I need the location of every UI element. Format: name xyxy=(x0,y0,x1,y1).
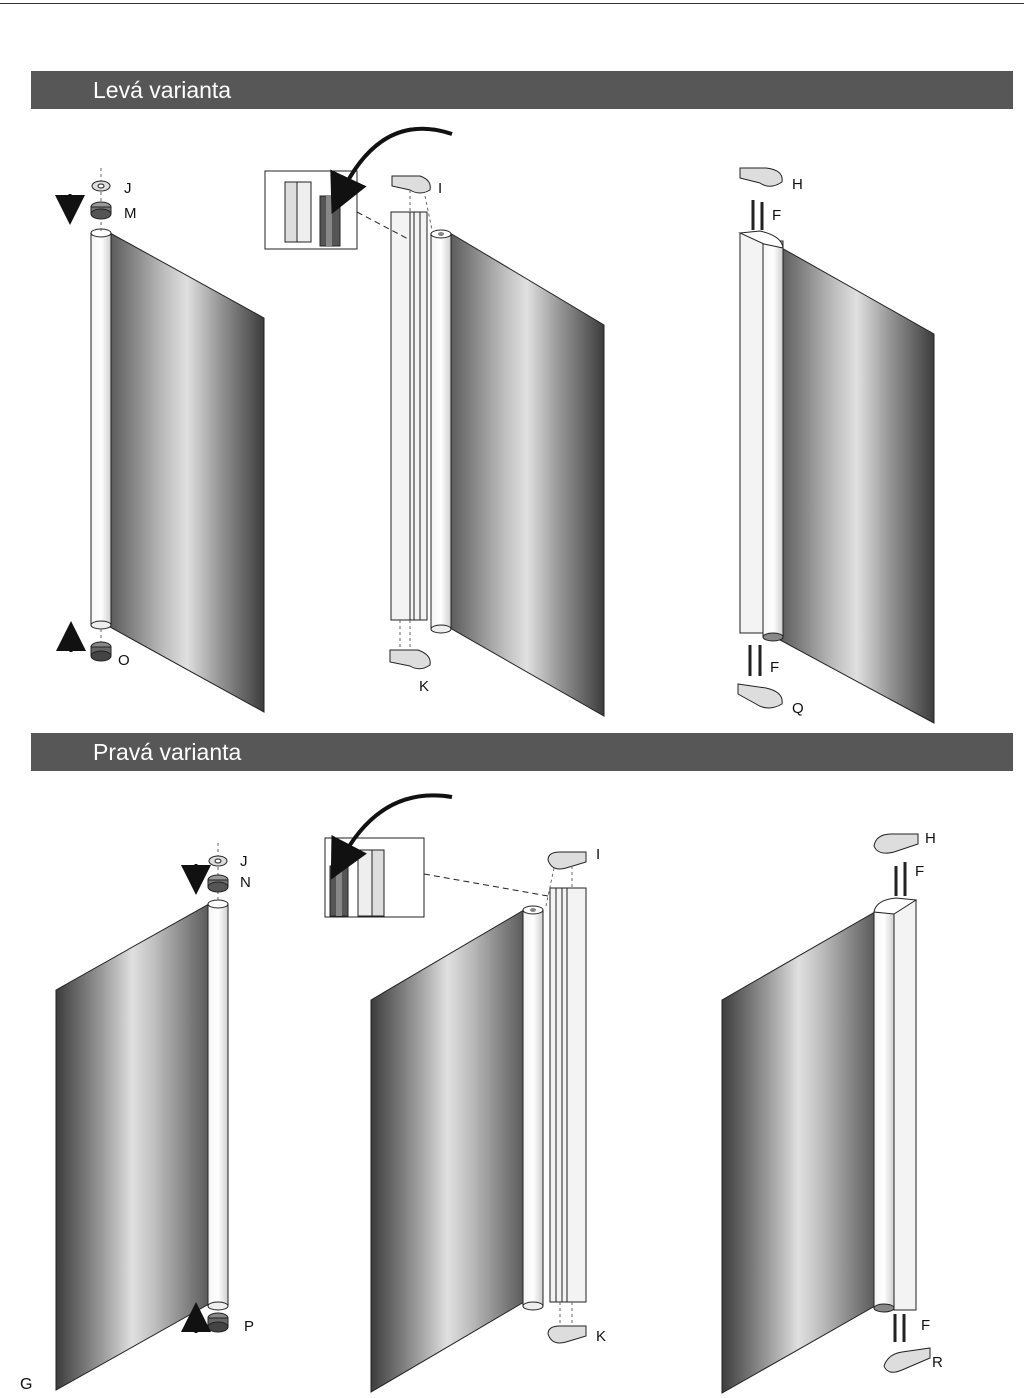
washer-J-right-icon xyxy=(208,843,228,902)
label-F-right-bottom: F xyxy=(921,1317,930,1334)
cap-M-icon xyxy=(90,201,112,220)
left-step2-profile xyxy=(390,211,428,621)
bottom-cover-Q-icon xyxy=(737,683,783,709)
label-F-right-top: F xyxy=(915,863,924,880)
left-step1-tube xyxy=(90,228,112,630)
section-title-left: Levá varianta xyxy=(93,77,232,103)
screws-F-top-icon xyxy=(751,200,764,230)
left-step1-glass-panel xyxy=(109,232,265,713)
section-title-right: Pravá varianta xyxy=(93,739,242,765)
screws-F-bottom-icon xyxy=(748,645,762,676)
section-header-left-variant: Levá varianta xyxy=(31,71,1013,109)
label-R: R xyxy=(932,1354,943,1371)
right-step1-tube xyxy=(207,899,229,1311)
label-J-right: J xyxy=(240,853,248,870)
screws-F-right-bottom-icon xyxy=(893,1314,906,1342)
bottom-cover-R-icon xyxy=(883,1347,931,1373)
right-step3-glass-panel xyxy=(721,911,876,1394)
top-cover-H-right-icon xyxy=(873,833,919,854)
label-J: J xyxy=(124,180,132,197)
label-I-right: I xyxy=(596,846,600,863)
label-H-left: H xyxy=(792,176,803,193)
section-header-right-variant: Pravá varianta xyxy=(31,733,1013,771)
screws-F-right-top-icon xyxy=(894,862,907,896)
label-P: P xyxy=(244,1318,254,1335)
washer-J-icon xyxy=(91,168,111,232)
label-N: N xyxy=(240,874,251,891)
right-detail-inset xyxy=(324,837,549,918)
cap-N-icon xyxy=(207,874,229,893)
top-rule xyxy=(0,3,1024,4)
left-detail-inset xyxy=(264,170,411,250)
label-O: O xyxy=(118,652,130,669)
label-K-left: K xyxy=(419,678,429,695)
top-bracket-I-right-icon xyxy=(545,851,587,907)
label-Q: Q xyxy=(792,700,804,717)
page-letter: G xyxy=(20,1376,33,1393)
left-step3-profile xyxy=(738,230,784,642)
left-step2-tube xyxy=(430,229,452,634)
label-F-left-top: F xyxy=(772,207,781,224)
right-step2-tube xyxy=(522,905,544,1311)
bottom-bracket-K-right-icon xyxy=(547,1302,587,1344)
top-bracket-I-icon xyxy=(391,175,433,231)
foot-O-icon xyxy=(90,629,112,662)
top-cover-H-icon xyxy=(739,167,783,187)
left-step2-glass-panel xyxy=(449,232,605,717)
right-step2-profile xyxy=(549,887,587,1303)
label-F-left-bottom: F xyxy=(770,659,779,676)
left-step3-glass-panel xyxy=(779,246,935,724)
label-K-right: K xyxy=(596,1328,606,1345)
right-step2-glass-panel xyxy=(370,909,525,1393)
label-H-right: H xyxy=(925,830,936,847)
right-step3-profile xyxy=(873,897,918,1313)
label-I-left: I xyxy=(438,180,442,197)
label-M: M xyxy=(124,205,137,222)
curved-arrow-right-icon xyxy=(330,793,453,880)
bottom-bracket-K-icon xyxy=(389,620,431,670)
right-step1-glass-panel xyxy=(55,903,210,1391)
curved-arrow-icon xyxy=(330,126,453,215)
foot-P-icon xyxy=(207,1312,229,1333)
